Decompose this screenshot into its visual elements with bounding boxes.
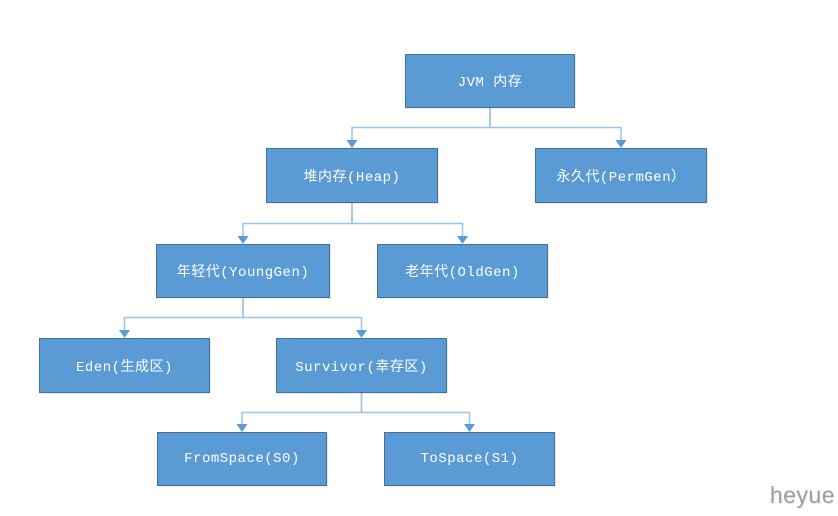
node-younggen: 年轻代(YoungGen): [156, 244, 330, 298]
node-survivor: Survivor(幸存区): [276, 338, 447, 393]
edge-younggen-survivor: [242, 298, 363, 331]
arrowhead-fromspace: [236, 424, 248, 432]
arrowhead-younggen: [237, 236, 249, 244]
watermark: heyue: [769, 482, 835, 508]
node-fromspace: FromSpace(S0): [157, 432, 327, 486]
node-oldgen: 老年代(OldGen): [377, 244, 548, 298]
arrowhead-permgen: [615, 140, 627, 148]
node-jvm: JVM 内存: [405, 54, 575, 108]
node-heap: 堆内存(Heap): [266, 148, 438, 203]
arrowhead-oldgen: [457, 236, 468, 244]
node-eden: Eden(生成区): [39, 338, 210, 393]
node-permgen: 永久代(PermGen）: [535, 148, 707, 203]
edge-younggen-eden: [123, 298, 244, 331]
edge-survivor-tospace: [360, 393, 471, 425]
edge-jvm-permgen: [489, 108, 622, 141]
edge-heap-younggen: [242, 203, 353, 237]
edge-survivor-fromspace: [241, 393, 363, 425]
arrowhead-heap: [346, 140, 358, 148]
arrowhead-eden: [119, 330, 130, 338]
edge-heap-oldgen: [351, 203, 464, 237]
node-tospace: ToSpace(S1): [384, 432, 555, 486]
arrowhead-tospace: [464, 424, 475, 432]
edge-jvm-heap: [351, 108, 491, 141]
arrowhead-survivor: [356, 330, 367, 338]
